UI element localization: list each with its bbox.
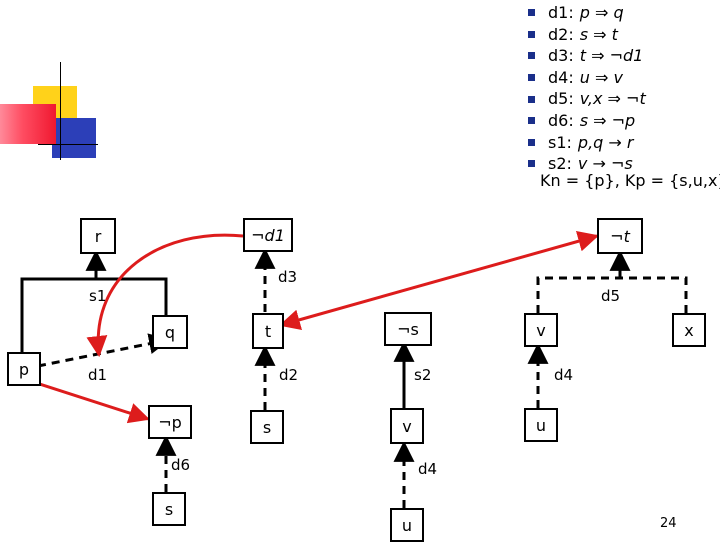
bullet-icon [528, 52, 535, 60]
bullet-icon [528, 74, 535, 82]
label-s2: s2 [414, 366, 432, 384]
label-d3: d3 [278, 268, 298, 286]
bullet-icon [528, 117, 535, 125]
rule-label: d4: [548, 67, 574, 87]
rule-label: s2: [548, 154, 572, 174]
bullet-icon [528, 9, 535, 17]
label-d4-bottom: d4 [418, 460, 438, 478]
rule-label: d5: [548, 89, 574, 109]
node-v-mid: v [390, 408, 424, 444]
rule-item: d5:v,x ⇒ ¬t [528, 88, 718, 110]
rule-body: v,x ⇒ ¬t [579, 89, 646, 109]
node-q: q [152, 315, 188, 349]
attack-neg-d1-on-d1 [86, 233, 244, 358]
rule-item: d3:t ⇒ ¬d1 [528, 45, 718, 67]
node-s-bottom: s [152, 492, 186, 526]
decor-red-square [0, 104, 56, 144]
node-neg-t: ¬t [597, 218, 643, 254]
node-v-top: v [524, 313, 558, 347]
decor-vertical-line [60, 62, 61, 160]
node-u-right: u [524, 408, 558, 442]
rule-body: s ⇒ ¬p [579, 110, 636, 130]
rule-label: d6: [548, 110, 574, 130]
bullet-icon [528, 30, 535, 38]
rule-body: u ⇒ v [579, 67, 623, 87]
label-d4-right: d4 [554, 366, 574, 384]
label-s1: s1 [89, 287, 107, 305]
rule-item: d2:s ⇒ t [528, 24, 718, 46]
rule-label: s1: [548, 132, 572, 152]
rule-item: d4:u ⇒ v [528, 67, 718, 89]
decor-blue-square [52, 118, 96, 158]
rule-body: p ⇒ q [579, 3, 624, 22]
rule-item: d6:s ⇒ ¬p [528, 110, 718, 132]
edge-s1 [20, 277, 168, 352]
decor-horizontal-line [38, 144, 98, 145]
page-number: 24 [660, 516, 677, 531]
label-d2: d2 [279, 366, 299, 384]
rule-label: d3: [548, 46, 574, 66]
rules-list: d1: p ⇒ q d2:s ⇒ t d3:t ⇒ ¬d1 d4:u ⇒ v d5… [528, 2, 718, 175]
attack-neg-p-on-p [23, 377, 150, 424]
label-d1: d1 [88, 366, 108, 384]
node-neg-p: ¬p [148, 405, 192, 439]
node-p: p [7, 352, 41, 386]
edge-d1 [37, 333, 171, 368]
bullet-icon [528, 95, 535, 103]
rule-body: v → ¬s [577, 154, 633, 174]
node-r: r [80, 218, 116, 254]
kappa-sets: Kn = {p}, Kp = {s,u,x} [540, 171, 720, 190]
label-d6: d6 [171, 456, 191, 474]
rule-label: d1: [548, 3, 574, 22]
rule-body: t ⇒ ¬d1 [579, 46, 644, 66]
label-d5: d5 [601, 287, 621, 305]
node-u-bottom: u [390, 508, 424, 542]
rule-label: d2: [548, 24, 574, 44]
bullet-icon [528, 138, 535, 146]
bullet-icon [528, 160, 535, 168]
attack-neg-t-on-t [278, 231, 600, 330]
rule-item: d1: p ⇒ q [528, 2, 718, 24]
rule-item: s2:v → ¬s [528, 153, 718, 175]
rule-item: s1:p,q → r [528, 132, 718, 154]
rule-body: p,q → r [577, 132, 634, 152]
node-neg-d1: ¬d1 [243, 218, 293, 252]
node-neg-s: ¬s [384, 312, 432, 346]
node-x: x [672, 313, 706, 347]
node-t: t [252, 313, 284, 349]
node-s-mid: s [250, 410, 284, 444]
rule-body: s ⇒ t [579, 24, 618, 44]
